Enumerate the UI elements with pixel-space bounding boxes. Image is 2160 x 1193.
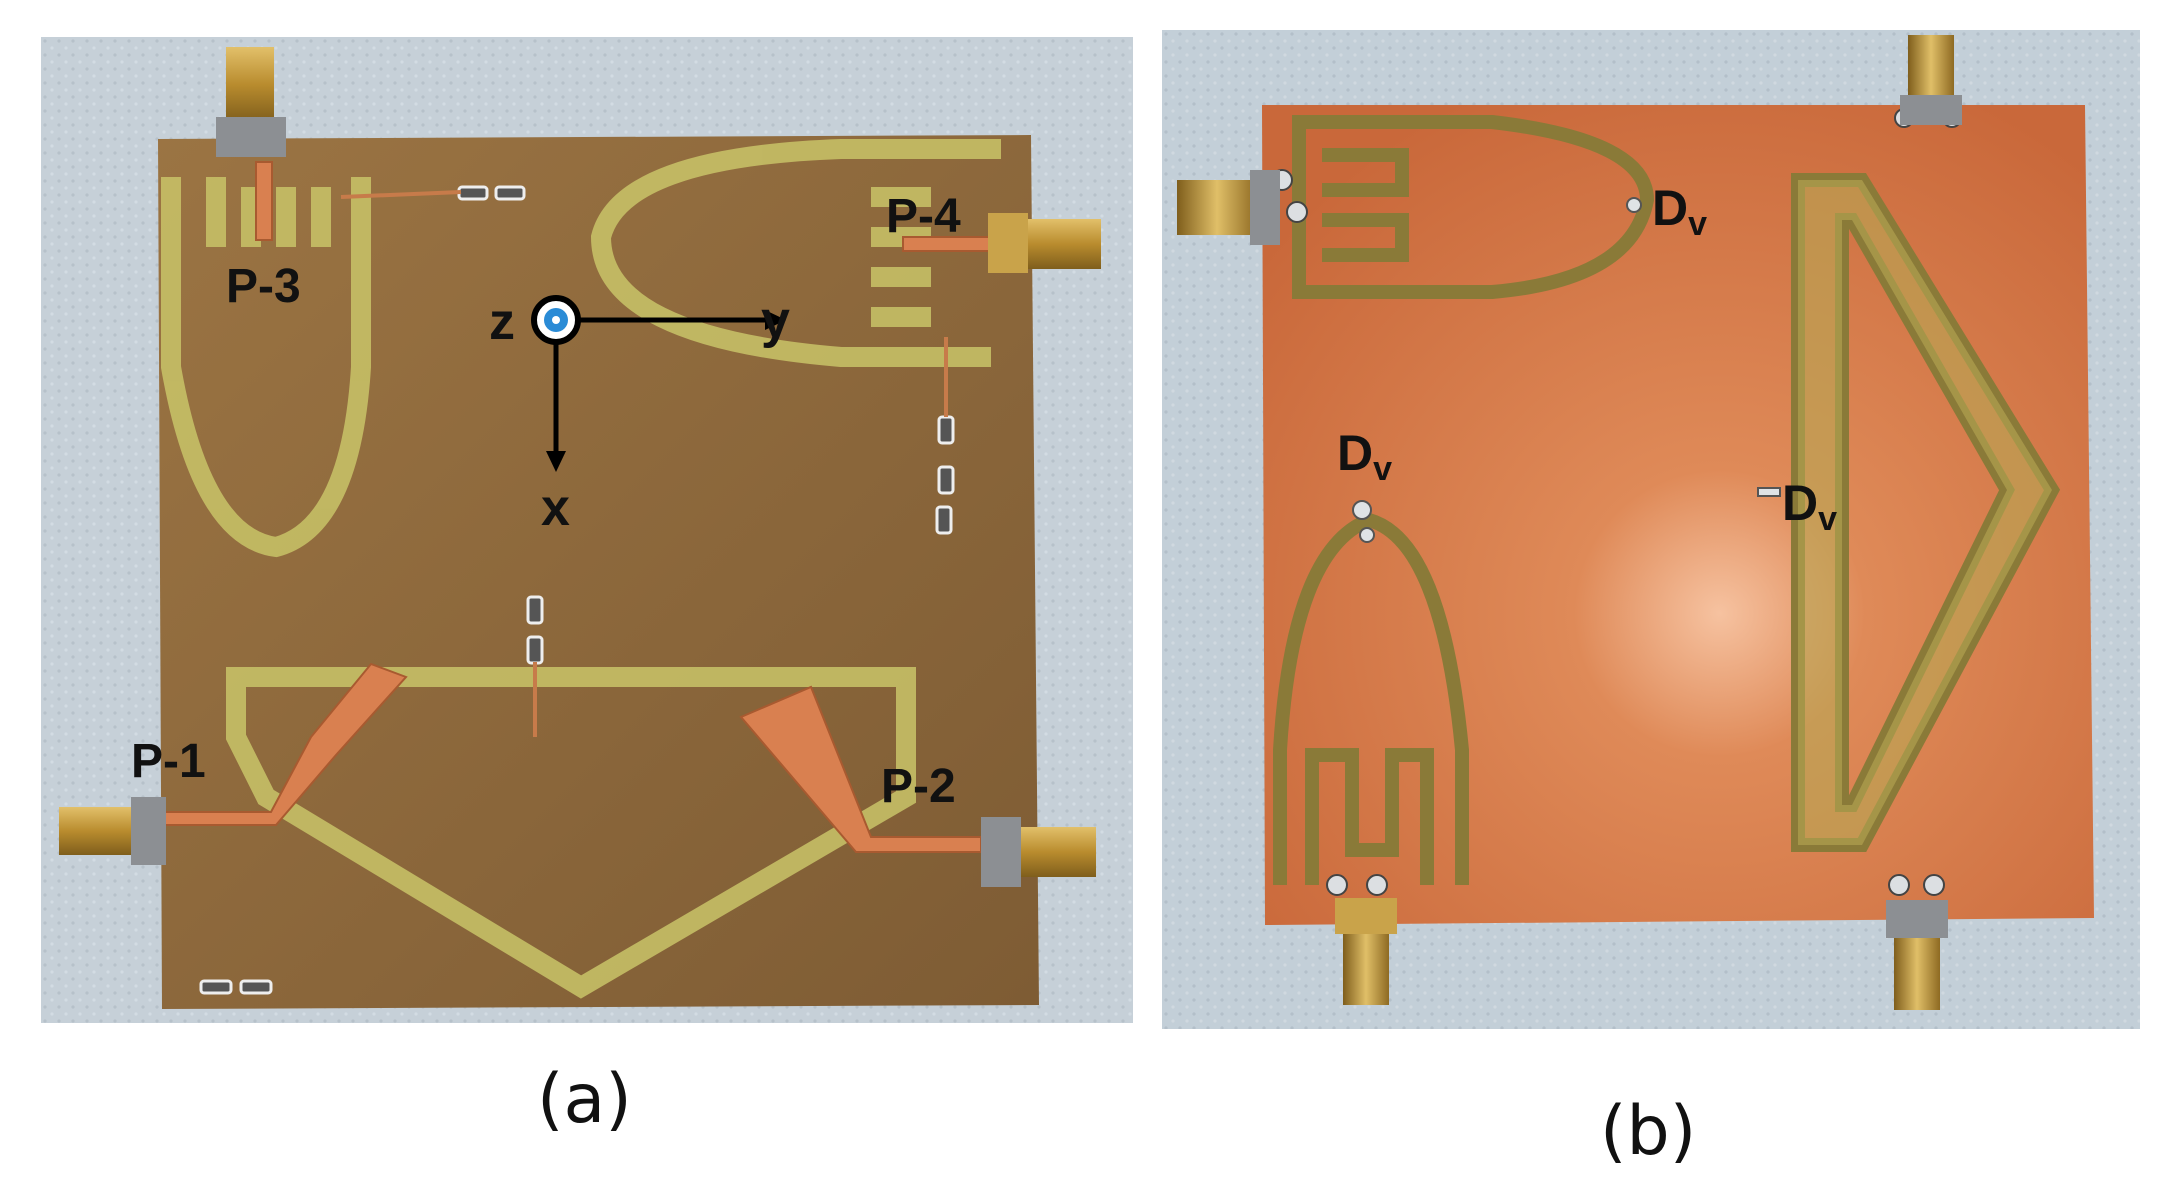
panel-b-photo: Dv Dv Dv: [1162, 30, 2140, 1029]
panel-b-svg: Dv Dv Dv: [1162, 30, 2140, 1029]
varactor-diodes: [1352, 197, 1781, 543]
axis-label-z: z: [489, 293, 515, 351]
sma-connector-p4: [988, 213, 1101, 273]
copper-feeds: [140, 161, 999, 853]
axis-label-y: y: [761, 291, 790, 349]
caption-a: (a): [537, 1060, 632, 1139]
etched-traces: [161, 139, 1001, 999]
axis-label-x: x: [541, 479, 570, 537]
caption-b: (b): [1600, 1092, 1697, 1171]
port-label-p1: P-1: [131, 735, 206, 788]
sma-connector-p3: [216, 47, 286, 157]
coordinate-axes: [531, 295, 786, 472]
port-label-p4: P-4: [886, 190, 961, 243]
sma-connector-bottom-left: [1335, 898, 1397, 1005]
sma-connector-p2: [981, 817, 1096, 887]
sma-connector-bottom-right: [1886, 900, 1948, 1010]
copper-board: [1262, 105, 2094, 925]
components: [199, 185, 955, 995]
sma-connector-top: [1900, 35, 1962, 125]
diode-label-left: Dv: [1337, 425, 1392, 488]
port-label-p2: P-2: [881, 760, 956, 813]
sma-connector-p1: [59, 797, 166, 865]
sma-connector-left: [1177, 170, 1280, 245]
panel-a-photo: P-3 P-4 P-1 P-2 z y x: [41, 37, 1133, 1023]
diode-label-top: Dv: [1652, 180, 1707, 243]
diode-label-right: Dv: [1782, 475, 1837, 538]
port-label-p3: P-3: [226, 260, 301, 313]
panel-a-svg: P-3 P-4 P-1 P-2 z y x: [41, 37, 1133, 1023]
component-leads: [340, 190, 948, 737]
etched-triangle-fill: [1798, 180, 2052, 845]
